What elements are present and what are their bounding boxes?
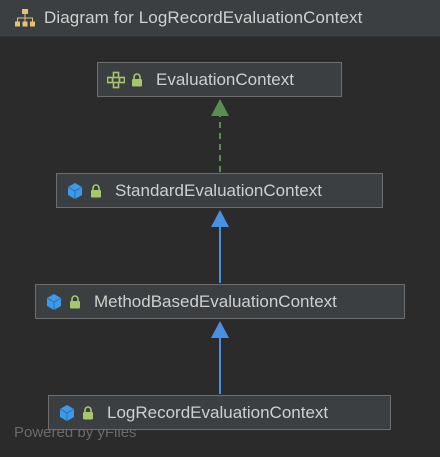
- title-bar: Diagram for LogRecordEvaluationContext: [0, 0, 440, 37]
- extends-arrowhead: [211, 210, 229, 227]
- hierarchy-icon: [15, 9, 35, 27]
- diagram-node-evaluation-context[interactable]: EvaluationContext: [97, 62, 342, 97]
- class-icon: [59, 404, 75, 421]
- diagram-node-log-record-evaluation-context[interactable]: LogRecordEvaluationContext: [48, 395, 391, 430]
- interface-icon: [107, 71, 125, 88]
- window-title: Diagram for LogRecordEvaluationContext: [44, 8, 363, 27]
- implements-arrowhead: [211, 99, 229, 116]
- node-label: MethodBasedEvaluationContext: [94, 291, 337, 311]
- lock-icon: [70, 294, 80, 308]
- class-icon: [67, 182, 83, 199]
- diagram-node-method-based-evaluation-context[interactable]: MethodBasedEvaluationContext: [35, 284, 405, 319]
- lock-icon: [132, 72, 142, 86]
- node-label: LogRecordEvaluationContext: [107, 402, 329, 422]
- class-icon: [46, 293, 62, 310]
- lock-icon: [91, 183, 101, 197]
- node-label: EvaluationContext: [156, 69, 294, 89]
- extends-arrowhead: [211, 321, 229, 338]
- diagram-node-standard-evaluation-context[interactable]: StandardEvaluationContext: [56, 173, 383, 208]
- lock-icon: [83, 405, 93, 419]
- node-label: StandardEvaluationContext: [115, 180, 322, 200]
